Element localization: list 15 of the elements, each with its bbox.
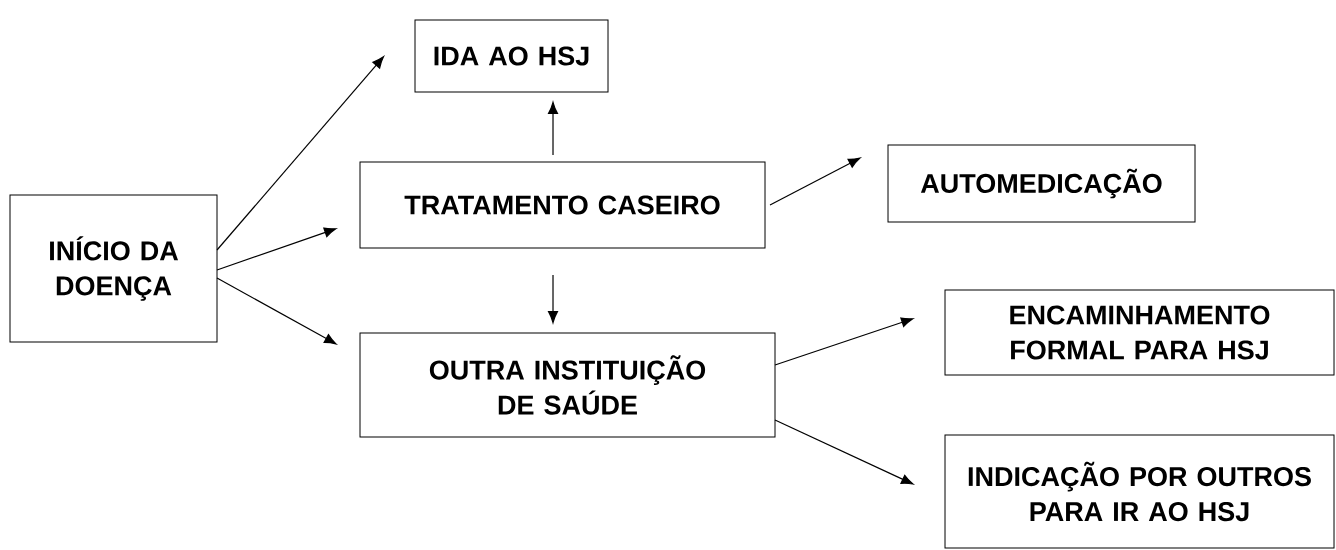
arrow: [216, 56, 385, 251]
process-box: TRATAMENTO CASEIRO: [359, 161, 766, 249]
arrow: [774, 317, 914, 366]
arrow: [216, 227, 337, 271]
arrow: [769, 157, 861, 206]
process-box: OUTRA INSTITUIÇÃO DE SAÚDE: [359, 332, 776, 438]
process-box: ENCAMINHAMENTO FORMAL PARA HSJ: [944, 289, 1335, 376]
arrow: [774, 419, 914, 485]
process-box: INÍCIO DA DOENÇA: [9, 194, 218, 343]
arrow: [216, 277, 337, 345]
arrow: [548, 274, 559, 324]
arrow: [548, 101, 559, 156]
process-box: IDA AO HSJ: [414, 19, 609, 93]
process-box: INDICAÇÃO POR OUTROS PARA IR AO HSJ: [944, 434, 1335, 549]
process-box: AUTOMEDICAÇÃO: [887, 144, 1196, 223]
